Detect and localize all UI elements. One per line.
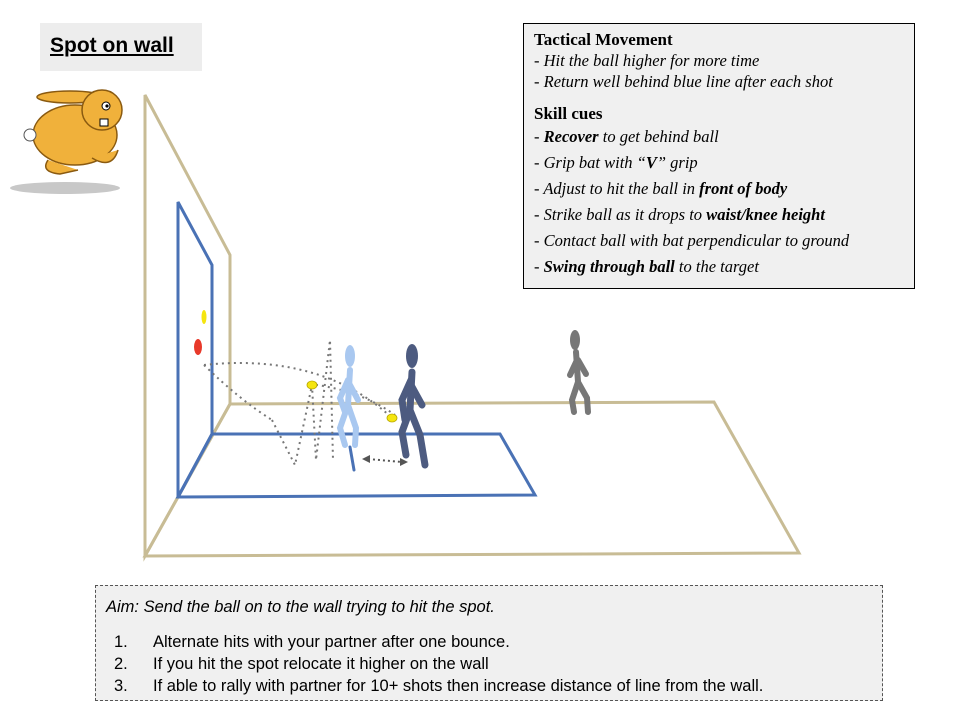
- skill-cue-text: - Adjust to hit the ball in: [534, 179, 700, 198]
- skill-cue-text: - Contact ball with bat perpendicular to…: [534, 231, 850, 250]
- aim-text: Aim: Send the ball on to the wall trying…: [106, 598, 495, 616]
- skill-cue-item: - Contact ball with bat perpendicular to…: [534, 228, 904, 254]
- player-grey: [567, 330, 591, 415]
- page-title: Spot on wall: [50, 34, 174, 57]
- tactical-item: - Return well behind blue line after eac…: [534, 72, 833, 91]
- skill-cue-text: Swing through ball: [543, 257, 675, 276]
- player-light-blue: [336, 345, 361, 472]
- skill-cue-item: - Strike ball as it drops to waist/knee …: [534, 202, 904, 228]
- skill-cue-text: - Grip bat with “: [534, 153, 646, 172]
- wall-spot-relocated: [201, 310, 207, 324]
- skill-cue-text: - Strike ball as it drops to: [534, 205, 707, 224]
- skill-cue-item: - Recover to get behind ball: [534, 124, 904, 150]
- step-number: 1.: [114, 633, 128, 651]
- skill-cue-text: -: [534, 257, 544, 276]
- skill-cue-text: to the target: [674, 257, 759, 276]
- aim-step: 1. Alternate hits with your partner after…: [114, 632, 510, 652]
- step-text: Alternate hits with your partner after o…: [153, 633, 510, 651]
- skill-cue-text: -: [534, 127, 544, 146]
- floor-blue-line: [175, 432, 538, 499]
- court-floor: [142, 400, 802, 558]
- aim-step: 3. If able to rally with partner for 10+ …: [114, 676, 763, 696]
- skill-cues-list: - Recover to get behind ball- Grip bat w…: [534, 124, 904, 280]
- skill-cue-text: to get behind ball: [598, 127, 719, 146]
- wall-spot: [194, 339, 202, 355]
- skill-cue-item: - Grip bat with “V” grip: [534, 150, 904, 176]
- skill-cue-text: waist/knee height: [706, 205, 825, 224]
- step-text: If you hit the spot relocate it higher o…: [153, 655, 489, 673]
- skills-heading: Skill cues: [534, 104, 603, 123]
- movement-arrow: [362, 455, 408, 466]
- ball-trajectory: [203, 339, 396, 468]
- ball: [306, 380, 318, 390]
- ball: [386, 413, 398, 423]
- title-box: Spot on wall: [40, 23, 202, 71]
- step-number: 2.: [114, 655, 128, 673]
- step-number: 3.: [114, 677, 128, 695]
- skill-cue-text: V: [645, 153, 657, 172]
- skill-cue-item: - Adjust to hit the ball in front of bod…: [534, 176, 904, 202]
- aim-box: Aim: Send the ball on to the wall trying…: [95, 585, 883, 701]
- rabbit-mascot-icon: [10, 89, 123, 194]
- tactical-heading: Tactical Movement: [534, 30, 673, 49]
- aim-step: 2. If you hit the spot relocate it higher…: [114, 654, 489, 674]
- tactical-item: - Hit the ball higher for more time: [534, 51, 760, 70]
- skill-cue-text: front of body: [699, 179, 788, 198]
- info-panel: Tactical Movement - Hit the ball higher …: [523, 23, 915, 289]
- court-wall: [143, 94, 232, 562]
- skill-cue-text: ” grip: [656, 153, 698, 172]
- step-text: If able to rally with partner for 10+ sh…: [153, 677, 764, 695]
- skill-cue-text: Recover: [543, 127, 599, 146]
- skill-cue-item: - Swing through ball to the target: [534, 254, 904, 280]
- player-dark-blue: [398, 344, 429, 469]
